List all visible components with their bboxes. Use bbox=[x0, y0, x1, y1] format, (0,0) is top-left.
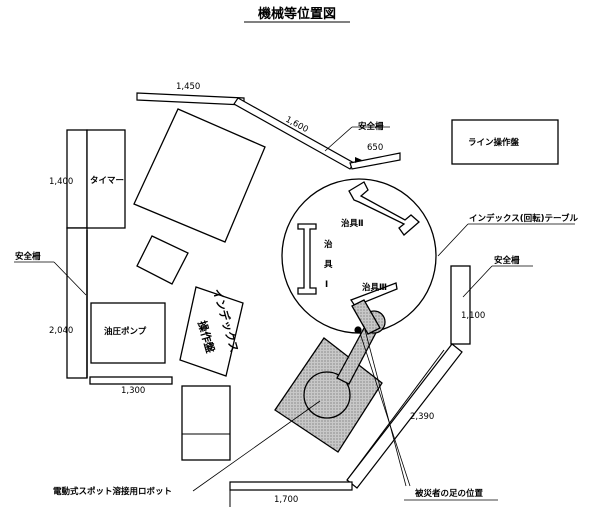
leader-safety-fence-right bbox=[462, 265, 493, 298]
diagram-title: 機械等位置図 bbox=[258, 6, 336, 22]
dimension-1300: 1,300 bbox=[121, 386, 145, 396]
jig-1-label-3: Ⅰ bbox=[325, 280, 328, 290]
safety-fence-label-left: 安全柵 bbox=[15, 251, 41, 262]
timer-cabinet bbox=[86, 129, 126, 229]
victim-feet-label: 被災者の足の位置 bbox=[415, 488, 484, 499]
robot-turret bbox=[303, 371, 351, 419]
robot-label: 電動式スポット溶接用ロボット bbox=[53, 486, 172, 497]
index-operation-panel bbox=[179, 286, 244, 377]
jig-1-label-2: 具 bbox=[323, 260, 333, 270]
top-right-fence bbox=[349, 152, 401, 170]
dimension-2040: 2,040 bbox=[49, 326, 73, 336]
jig-1-label-1: 治 bbox=[324, 239, 333, 250]
jig-3-label: 治具Ⅲ bbox=[362, 282, 387, 293]
victim-foot-marker bbox=[354, 326, 362, 334]
dimension-1700: 1,700 bbox=[274, 495, 298, 505]
robot-gun bbox=[351, 299, 381, 335]
top-diagonal-fence bbox=[233, 97, 355, 170]
dimension-650: 650 bbox=[367, 143, 383, 153]
hydraulic-pump-label: 油圧ポンプ bbox=[104, 326, 147, 337]
jig-2-label: 治具Ⅱ bbox=[341, 218, 364, 229]
top-safety-fence bbox=[136, 92, 245, 106]
dimension-1450: 1,450 bbox=[176, 82, 200, 92]
index-table-label: インデックス(回転)テーブル bbox=[469, 213, 579, 224]
dimension-1100: 1,100 bbox=[461, 311, 485, 321]
jig-2 bbox=[348, 181, 420, 236]
leader-robot bbox=[192, 400, 321, 492]
right-upper-fence bbox=[450, 265, 471, 345]
leader-victim-feet-b bbox=[363, 325, 407, 487]
jig-1 bbox=[297, 223, 317, 295]
lower-cabinet bbox=[181, 385, 231, 461]
safety-fence-label-right: 安全柵 bbox=[494, 255, 520, 266]
bottom-left-fence bbox=[89, 376, 173, 385]
safety-fence-label-top: 安全柵 bbox=[358, 121, 384, 132]
small-box bbox=[136, 235, 189, 285]
top-right-fence-marker bbox=[355, 157, 362, 163]
timer-label: タイマー bbox=[90, 175, 124, 186]
bottom-right-fence bbox=[229, 481, 353, 491]
leader-index-table bbox=[437, 223, 469, 257]
right-diagonal-fence-inner bbox=[346, 349, 445, 481]
large-machine-block bbox=[133, 108, 266, 243]
dimension-1400: 1,400 bbox=[49, 177, 73, 187]
leader-safety-fence-left bbox=[53, 261, 87, 296]
hydraulic-pump bbox=[90, 302, 166, 364]
dimension-2390: 2,390 bbox=[410, 412, 434, 422]
line-panel-label: ライン操作盤 bbox=[468, 137, 520, 148]
right-diagonal-fence bbox=[346, 343, 463, 489]
line-operation-panel bbox=[451, 119, 559, 165]
leader-victim-feet-a bbox=[359, 332, 411, 487]
left-lower-wall bbox=[66, 227, 88, 379]
leader-safety-fence-top bbox=[324, 126, 353, 152]
